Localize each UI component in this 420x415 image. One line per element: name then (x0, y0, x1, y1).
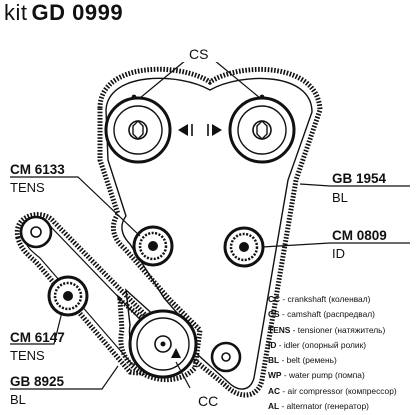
leader-lines (10, 176, 410, 390)
idler-pulley-cm0809 (223, 226, 265, 268)
label-cm6133-type: TENS (10, 180, 45, 195)
legend-row-cc: CC - crankshaft (коленвал) (268, 292, 420, 307)
legend-key: AL (268, 401, 280, 412)
crankshaft-pulley (128, 309, 198, 379)
camshaft-pulley-left (104, 94, 172, 164)
label-cs: CS (189, 46, 209, 62)
legend-desc: - air compressor (компрессор) (280, 385, 397, 396)
label-cm0809-code: CM 0809 (332, 228, 387, 243)
legend-row-id: ID - idler (опорный ролик) (268, 338, 420, 353)
tensioner-pulley-cm6133 (132, 225, 174, 267)
timing-marks (178, 124, 222, 136)
camshaft-pulley-right (228, 94, 296, 164)
tensioner-pulley-cm6147 (47, 275, 89, 317)
main-belt-inner (105, 77, 313, 390)
label-gb8925-code: GB 8925 (10, 374, 65, 389)
label-gb1954-type: BL (332, 190, 348, 205)
legend-row-al: AL - alternator (генератор) (268, 399, 420, 414)
main-belt (97, 66, 323, 398)
legend-key: CS (268, 309, 280, 320)
legend-row-bl: BL - belt (ремень) (268, 353, 420, 368)
label-cm6147-type: TENS (10, 348, 45, 363)
legend-desc: - camshaft (распредвал) (279, 309, 375, 320)
label-cm0809-type: ID (332, 246, 345, 261)
legend-desc: - idler (опорный ролик) (276, 339, 367, 350)
label-cc: CC (198, 393, 219, 409)
aux-pulley-top-left (19, 215, 53, 249)
legend-key: CC (268, 294, 281, 304)
legend-key: ID (268, 339, 277, 350)
legend-key: WP (268, 370, 282, 381)
cs-leader-lines (139, 40, 261, 99)
label-gb1954-code: GB 1954 (332, 171, 387, 186)
label-gb8925-type: BL (10, 392, 26, 407)
legend-row-wp: WP - water pump (помпа) (268, 368, 420, 383)
legend-key: BL (268, 355, 280, 366)
title-code: GD 0999 (31, 0, 124, 25)
label-cm6133-code: CM 6133 (10, 162, 65, 177)
legend-row-tens: TENS - tensioner (натяжитель) (268, 323, 420, 338)
legend-row-ac: AC - air compressor (компрессор) (268, 384, 420, 399)
legend-key: TENS (268, 324, 291, 335)
title-kit: kit (4, 0, 28, 25)
legend-row-cs: CS - camshaft (распредвал) (268, 307, 420, 322)
legend-desc: - crankshaft (коленвал) (280, 294, 371, 304)
legend-desc: - alternator (генератор) (279, 401, 369, 412)
label-cm6147-code: CM 6147 (10, 330, 65, 345)
aux-belt (14, 212, 167, 376)
legend-desc: - belt (ремень) (279, 355, 337, 366)
idler-pulley-bottom (210, 341, 242, 373)
legend-desc: - tensioner (натяжитель) (290, 324, 386, 335)
legend: CC - crankshaft (коленвал) CS - camshaft… (268, 292, 420, 414)
crank-timing-mark (171, 348, 181, 358)
legend-desc: - water pump (помпа) (281, 370, 365, 381)
legend-key: AC (268, 385, 281, 396)
